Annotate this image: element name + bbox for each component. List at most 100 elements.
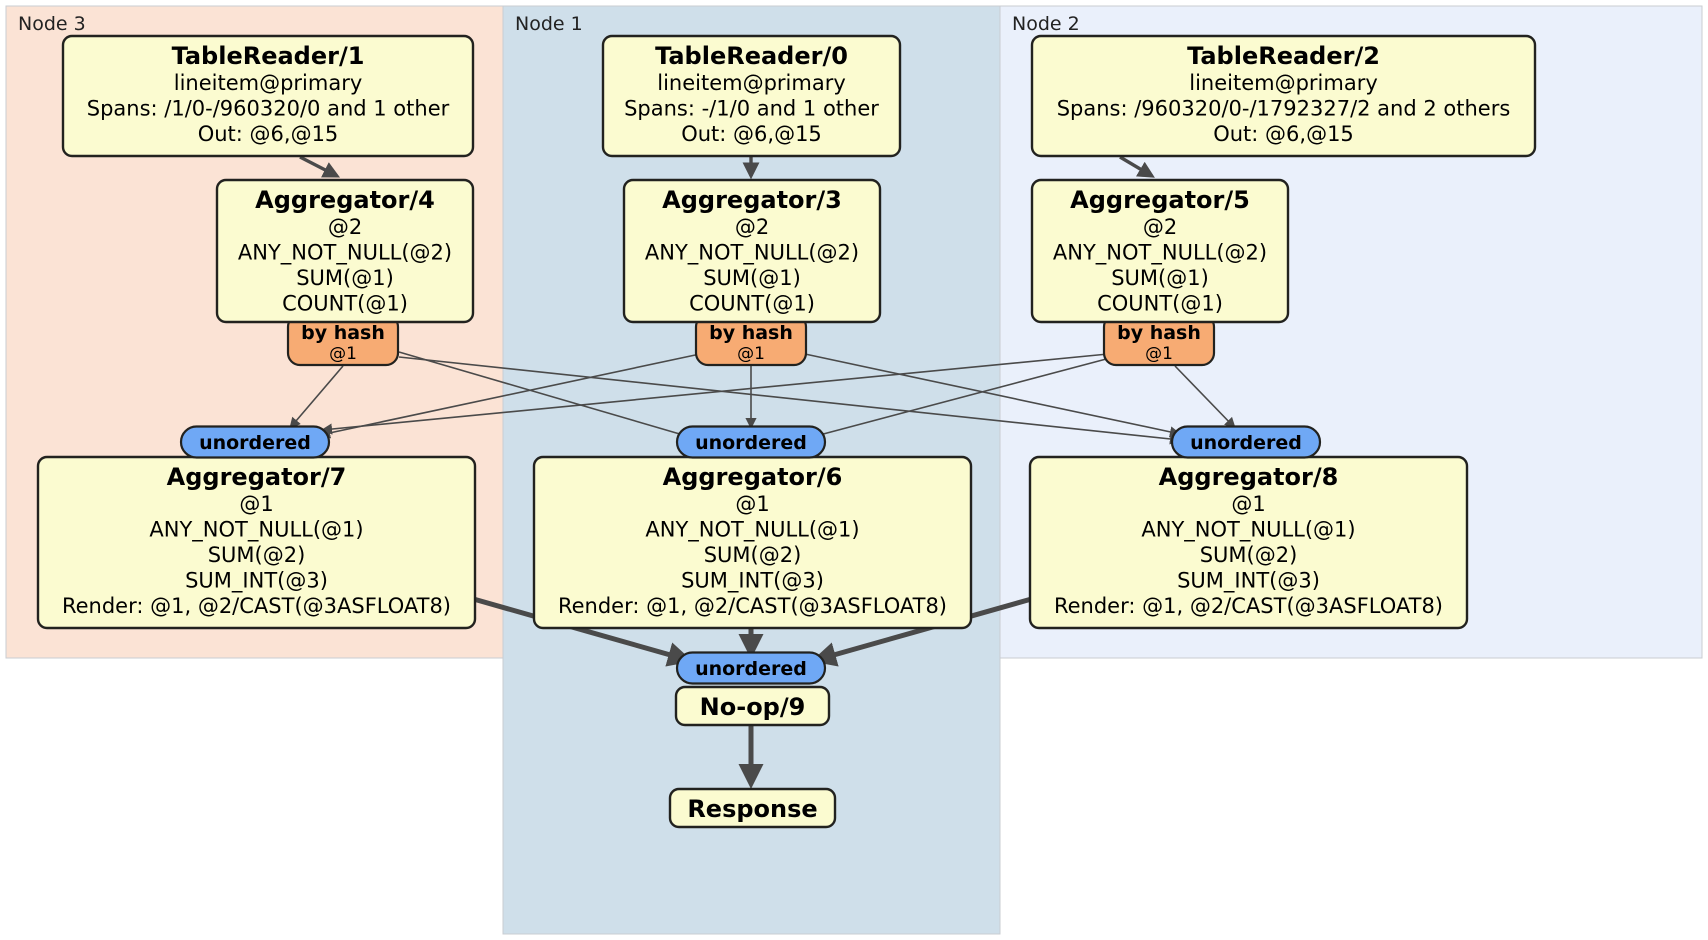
processor-box-frame	[61, 34, 475, 158]
processor-title: Aggregator/7	[167, 463, 347, 491]
processor-box-frame	[622, 178, 882, 324]
processor-detail-line: SUM_INT(@3)	[681, 569, 824, 594]
hash-router-badge-hash-3[interactable]: by hash@1	[694, 313, 808, 367]
edge-hash5-unordered8	[1174, 365, 1236, 429]
processor-box-aggregator-7[interactable]: Aggregator/7@1ANY_NOT_NULL(@1)SUM(@2)SUM…	[36, 455, 477, 630]
processor-detail-line: SUM(@2)	[1200, 543, 1298, 567]
processor-title: Response	[687, 795, 817, 823]
processor-detail-line: Render: @1, @2/CAST(@3ASFLOAT8)	[1054, 594, 1443, 618]
processor-detail-line: SUM_INT(@3)	[1177, 569, 1320, 594]
processor-detail-line: COUNT(@1)	[689, 292, 815, 316]
processor-detail-line: lineitem@primary	[174, 71, 363, 95]
unordered-badge-frame	[179, 425, 331, 459]
processor-detail-line: Render: @1, @2/CAST(@3ASFLOAT8)	[62, 594, 451, 618]
processor-detail-line: Out: @6,@15	[1213, 122, 1354, 146]
edge-tablereader1-aggregator4	[299, 155, 341, 178]
processor-detail-line: SUM_INT(@3)	[185, 569, 328, 594]
edge-hash4-unordered8	[398, 356, 1182, 445]
processor-title: Aggregator/5	[1070, 186, 1250, 214]
hash-router-label: by hash	[709, 322, 793, 344]
processor-box-frame	[674, 685, 831, 727]
processor-detail-line: COUNT(@1)	[1097, 292, 1223, 316]
processor-detail-line: Spans: /1/0-/960320/0 and 1 other	[87, 97, 450, 121]
processor-detail-line: Spans: /960320/0-/1792327/2 and 2 others	[1057, 97, 1511, 121]
processor-box-frame	[1030, 34, 1537, 158]
unordered-synchronizer-badge-unordered-7[interactable]: unordered	[179, 425, 331, 459]
processor-box-aggregator-5[interactable]: Aggregator/5@2ANY_NOT_NULL(@2)SUM(@1)COU…	[1030, 178, 1290, 324]
unordered-synchronizer-badge-unordered-6[interactable]: unordered	[675, 425, 827, 459]
processor-detail-line: SUM(@1)	[703, 266, 801, 290]
node-panel-label: Node 2	[1012, 13, 1080, 35]
hash-router-column: @1	[329, 344, 357, 364]
processor-detail-line: @2	[1143, 215, 1177, 239]
processor-detail-line: ANY_NOT_NULL(@2)	[645, 241, 859, 266]
processor-detail-line: @1	[239, 492, 273, 516]
processor-detail-line: Spans: -/1/0 and 1 other	[624, 97, 879, 121]
processor-detail-line: Render: @1, @2/CAST(@3ASFLOAT8)	[558, 594, 947, 618]
node-panel-label: Node 1	[515, 13, 583, 35]
processor-detail-line: ANY_NOT_NULL(@1)	[645, 518, 859, 543]
unordered-badge-frame	[675, 651, 827, 685]
processor-detail-line: Out: @6,@15	[198, 122, 339, 146]
unordered-badge-label: unordered	[695, 432, 807, 454]
processor-detail-line: @1	[1231, 492, 1265, 516]
processor-box-frame	[601, 34, 902, 158]
processor-title: TableReader/1	[172, 42, 365, 70]
node-panel-label: Node 3	[18, 13, 86, 35]
processor-detail-line: SUM(@1)	[296, 266, 394, 290]
edge-hash4-unordered6	[398, 351, 692, 440]
unordered-synchronizer-badge-unordered-noop[interactable]: unordered	[675, 651, 827, 685]
processor-box-aggregator-6[interactable]: Aggregator/6@1ANY_NOT_NULL(@1)SUM(@2)SUM…	[532, 455, 973, 630]
processor-box-frame	[1030, 178, 1290, 324]
hash-router-badge-hash-5[interactable]: by hash@1	[1102, 313, 1216, 367]
processor-detail-line: ANY_NOT_NULL(@2)	[238, 241, 452, 266]
processor-box-aggregator-3[interactable]: Aggregator/3@2ANY_NOT_NULL(@2)SUM(@1)COU…	[622, 178, 882, 324]
edge-hash3-unordered7	[318, 353, 701, 439]
edge-hash5-unordered6	[810, 357, 1111, 440]
processor-detail-line: @1	[735, 492, 769, 516]
hash-router-column: @1	[1145, 344, 1173, 364]
processor-detail-line: lineitem@primary	[1189, 71, 1378, 95]
edge-hash4-unordered7	[289, 365, 344, 429]
processor-detail-line: ANY_NOT_NULL(@2)	[1053, 241, 1267, 266]
unordered-badge-label: unordered	[199, 432, 311, 454]
processor-detail-line: ANY_NOT_NULL(@1)	[149, 518, 363, 543]
processor-detail-line: SUM(@1)	[1111, 266, 1209, 290]
processor-detail-line: COUNT(@1)	[282, 292, 408, 316]
processor-detail-line: SUM(@2)	[704, 543, 802, 567]
hash-router-column: @1	[737, 344, 765, 364]
processor-title: Aggregator/3	[662, 186, 842, 214]
unordered-badge-label: unordered	[1190, 432, 1302, 454]
processor-detail-line: lineitem@primary	[657, 71, 846, 95]
processor-title: TableReader/0	[655, 42, 848, 70]
processor-box-aggregator-4[interactable]: Aggregator/4@2ANY_NOT_NULL(@2)SUM(@1)COU…	[215, 178, 475, 324]
processor-detail-line: @2	[328, 215, 362, 239]
edge-hash3-unordered8	[804, 353, 1182, 438]
processor-box-response[interactable]: Response	[668, 787, 837, 829]
hash-router-label: by hash	[301, 322, 385, 344]
processor-detail-line: ANY_NOT_NULL(@1)	[1141, 518, 1355, 543]
processor-title: Aggregator/8	[1159, 463, 1339, 491]
processor-title: TableReader/2	[1187, 42, 1380, 70]
unordered-synchronizer-badge-unordered-8[interactable]: unordered	[1170, 425, 1322, 459]
processor-box-frame	[668, 787, 837, 829]
processor-detail-line: SUM(@2)	[208, 543, 306, 567]
processor-title: Aggregator/4	[255, 186, 435, 214]
processor-title: Aggregator/6	[663, 463, 843, 491]
unordered-badge-label: unordered	[695, 658, 807, 680]
processor-title: No-op/9	[700, 693, 806, 721]
processor-detail-line: Out: @6,@15	[681, 122, 822, 146]
processor-box-frame	[215, 178, 475, 324]
processor-box-noop-9[interactable]: No-op/9	[674, 685, 831, 727]
edge-tablereader2-aggregator5	[1119, 155, 1155, 178]
processor-detail-line: @2	[735, 215, 769, 239]
processor-box-aggregator-8[interactable]: Aggregator/8@1ANY_NOT_NULL(@1)SUM(@2)SUM…	[1028, 455, 1469, 630]
hash-router-label: by hash	[1117, 322, 1201, 344]
unordered-badge-frame	[675, 425, 827, 459]
hash-router-badge-hash-4[interactable]: by hash@1	[286, 313, 400, 367]
